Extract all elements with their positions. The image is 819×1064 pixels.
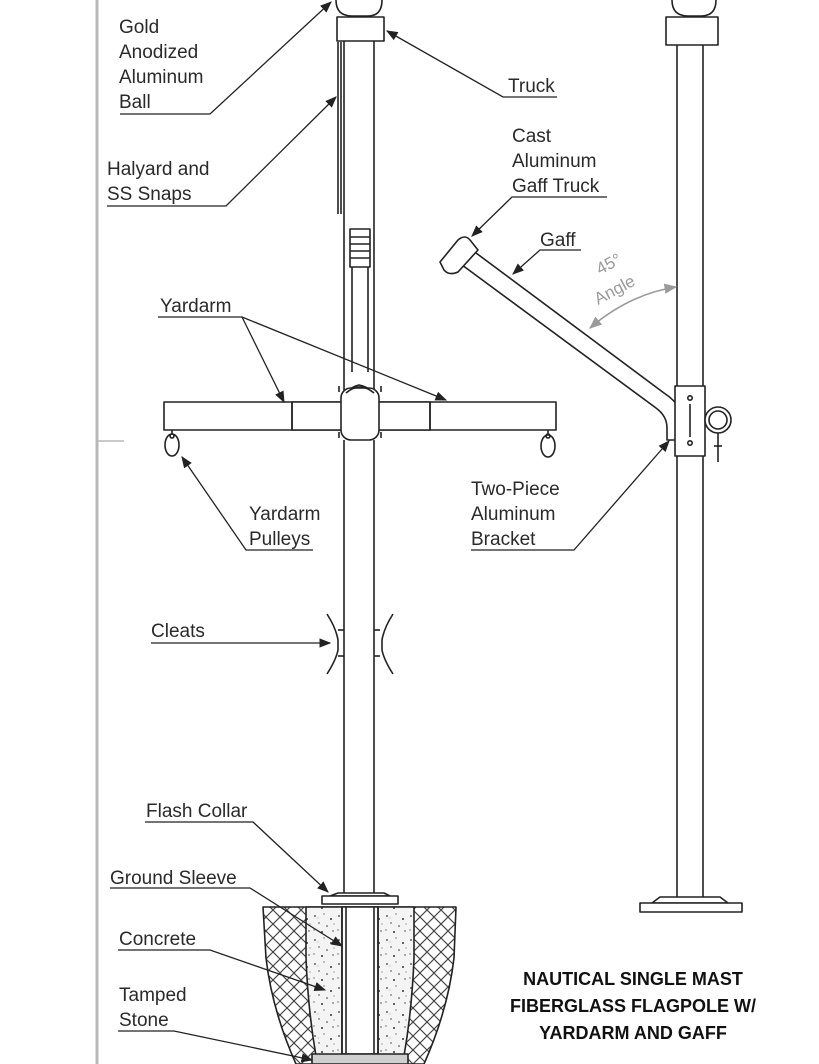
truck-right — [665, 16, 719, 46]
label-line: Stone — [119, 1010, 169, 1031]
label-bracket: Two-Piece Aluminum Bracket — [471, 477, 560, 552]
leader-gaff-truck — [471, 196, 607, 237]
label-yardarm: Yardarm — [160, 296, 232, 317]
label-ground-sleeve: Ground Sleeve — [110, 868, 237, 889]
title-line: NAUTICAL SINGLE MAST — [523, 969, 743, 989]
truck — [336, 16, 385, 42]
gold-ball-right — [671, 0, 717, 17]
leader-bracket — [471, 440, 670, 551]
label-cleats: Cleats — [151, 621, 205, 642]
leader-pulleys — [181, 456, 313, 551]
label-line: Aluminum — [471, 504, 556, 525]
leader-yardarm-b — [241, 316, 448, 401]
leader-halyard — [107, 96, 337, 207]
leader-ball — [120, 1, 332, 115]
label-line: Halyard and — [107, 159, 210, 180]
label-gaff-truck: Cast Aluminum Gaff Truck — [512, 124, 599, 199]
leader-concrete — [118, 949, 327, 991]
gold-ball — [335, 0, 383, 18]
leader-gaff — [512, 249, 581, 275]
label-tamped-stone: Tamped Stone — [119, 983, 187, 1033]
halyard-snaps — [349, 228, 371, 372]
label-line: Aluminum — [512, 151, 597, 172]
label-line: Bracket — [471, 529, 536, 550]
leader-yardarm-a — [158, 316, 285, 404]
angle-word-text: Angle — [591, 271, 638, 308]
cleat-right — [374, 613, 394, 675]
title-line: FIBERGLASS FLAGPOLE W/ — [510, 996, 756, 1016]
label-line: Two-Piece — [471, 479, 560, 500]
leader-ground-sleeve — [110, 887, 343, 947]
foundation — [262, 906, 457, 1064]
two-piece-bracket — [674, 385, 706, 457]
label-yardarm-pulleys: Yardarm Pulleys — [249, 502, 320, 552]
label-line: Aluminum — [119, 67, 204, 88]
label-line: Cast — [512, 126, 552, 147]
label-gold-ball: Gold Anodized Aluminum Ball — [119, 15, 203, 115]
diagram-title: NAUTICAL SINGLE MAST FIBERGLASS FLAGPOLE… — [488, 966, 778, 1047]
label-line: Gold — [119, 17, 160, 38]
flash-collar — [321, 892, 399, 905]
yardarm-pulley-right — [540, 430, 556, 458]
label-line: Gaff Truck — [512, 176, 600, 197]
label-truck: Truck — [508, 76, 555, 97]
leader-truck — [385, 30, 557, 98]
label-line: Pulleys — [249, 529, 311, 550]
cleat-left — [326, 613, 344, 675]
label-flash-collar: Flash Collar — [146, 801, 248, 822]
gaff-arm — [439, 236, 685, 441]
label-line: SS Snaps — [107, 184, 192, 205]
base-plate-right — [639, 896, 743, 913]
label-line: Tamped — [119, 985, 187, 1006]
angle-degree-text: 45° — [593, 250, 625, 279]
leader-flash-collar — [145, 821, 329, 893]
title-line: YARDARM AND GAFF — [539, 1023, 727, 1043]
angle-arc — [589, 283, 678, 329]
yardarm-pulley-left — [164, 430, 180, 457]
yardarm-center-fitting — [338, 384, 382, 441]
label-line: Anodized — [119, 42, 199, 63]
label-halyard: Halyard and SS Snaps — [107, 157, 209, 207]
gaff-truck — [439, 236, 479, 275]
bracket-knob — [704, 406, 732, 462]
label-line: Yardarm — [249, 504, 321, 525]
label-concrete: Concrete — [119, 929, 197, 950]
label-gaff: Gaff — [540, 230, 576, 251]
leader-tamped-stone — [118, 1030, 314, 1063]
label-line: Ball — [119, 92, 151, 113]
